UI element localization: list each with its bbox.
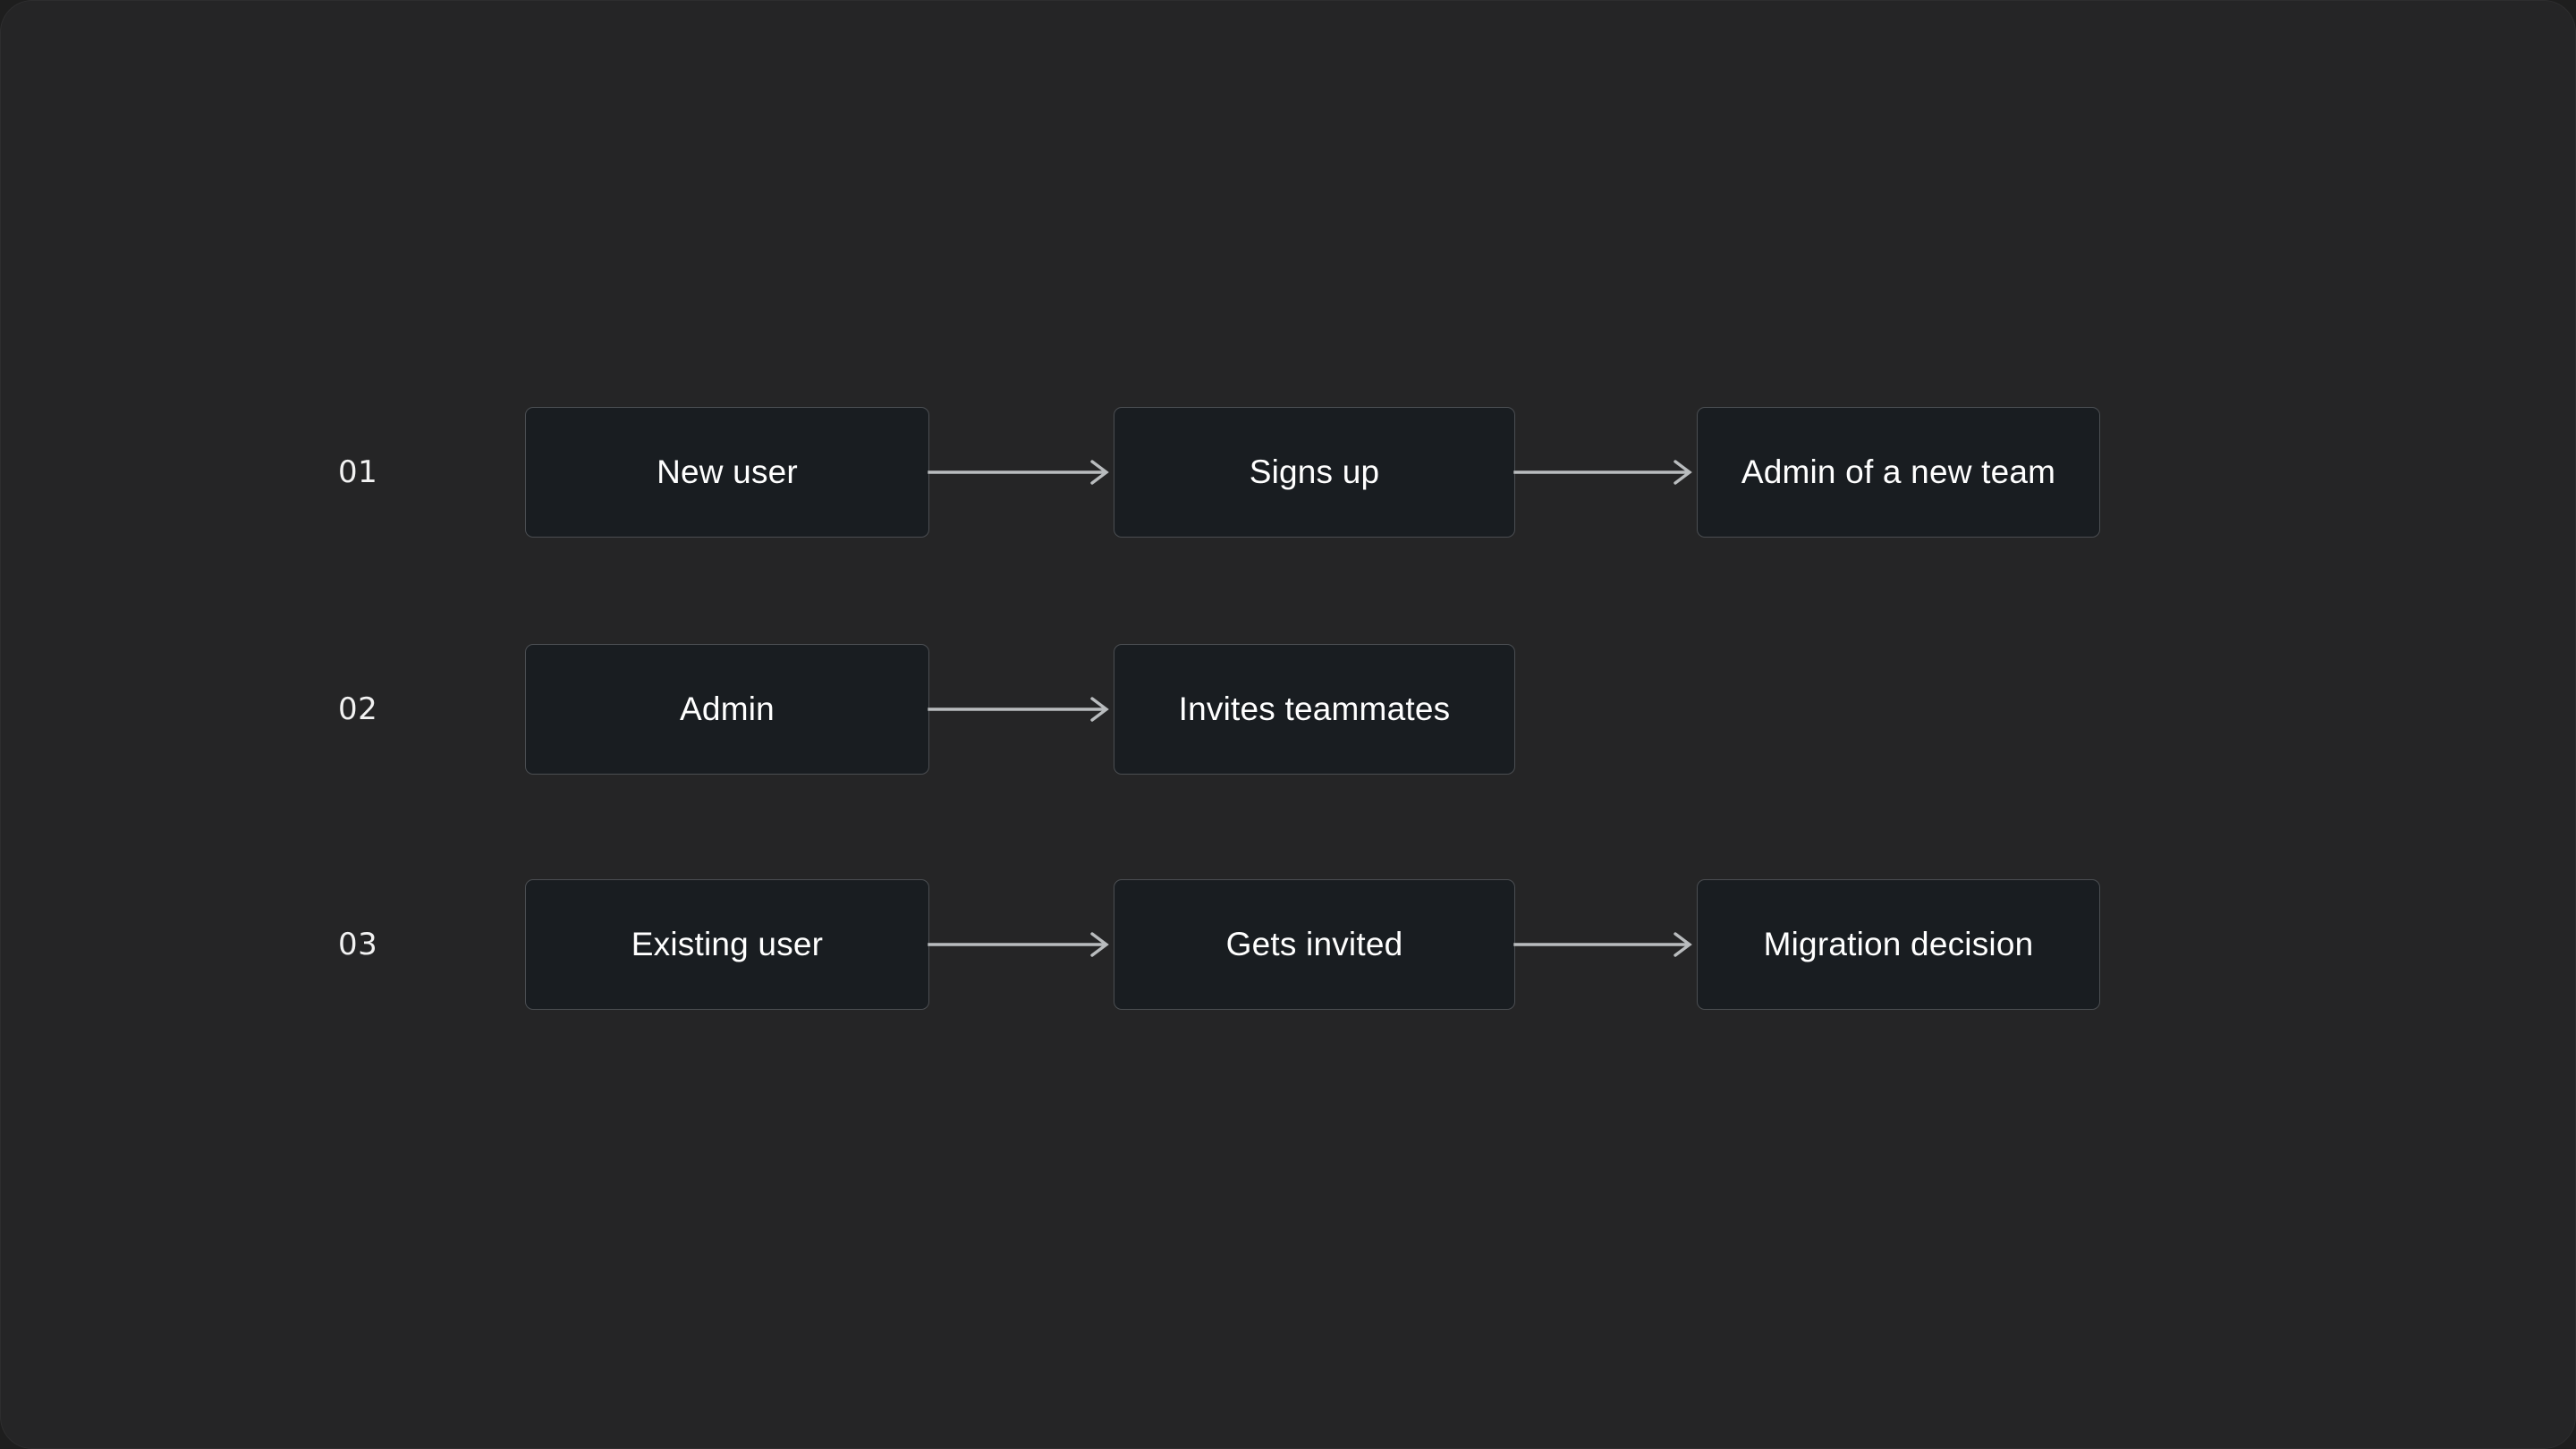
connector-arrow-01-b bbox=[1513, 407, 1697, 538]
flow-node-migration-decision[interactable]: Migration decision bbox=[1697, 879, 2100, 1010]
row-index-label-03: 03 bbox=[338, 927, 378, 962]
flow-node-new-user[interactable]: New user bbox=[525, 407, 929, 538]
row-index-label-01: 01 bbox=[338, 454, 378, 490]
flow-node-admin-of-a-new-team[interactable]: Admin of a new team bbox=[1697, 407, 2100, 538]
flow-row-02: 02 Admin Invites teammates bbox=[0, 644, 2576, 775]
flow-node-admin[interactable]: Admin bbox=[525, 644, 929, 775]
arrow-right-icon bbox=[1513, 460, 1692, 485]
row-index-label-02: 02 bbox=[338, 691, 378, 727]
flow-row-03: 03 Existing user Gets invited Migration … bbox=[0, 879, 2576, 1010]
flow-node-signs-up[interactable]: Signs up bbox=[1114, 407, 1515, 538]
arrow-right-icon bbox=[928, 460, 1109, 485]
flow-node-existing-user[interactable]: Existing user bbox=[525, 879, 929, 1010]
arrow-right-icon bbox=[1513, 932, 1692, 957]
flow-node-gets-invited[interactable]: Gets invited bbox=[1114, 879, 1515, 1010]
flow-node-invites-teammates[interactable]: Invites teammates bbox=[1114, 644, 1515, 775]
connector-arrow-01-a bbox=[928, 407, 1114, 538]
arrow-right-icon bbox=[928, 697, 1109, 722]
connector-arrow-03-a bbox=[928, 879, 1114, 1010]
arrow-right-icon bbox=[928, 932, 1109, 957]
flow-row-01: 01 New user Signs up Admin of a new team bbox=[0, 407, 2576, 538]
connector-arrow-03-b bbox=[1513, 879, 1697, 1010]
connector-arrow-02-a bbox=[928, 644, 1114, 775]
